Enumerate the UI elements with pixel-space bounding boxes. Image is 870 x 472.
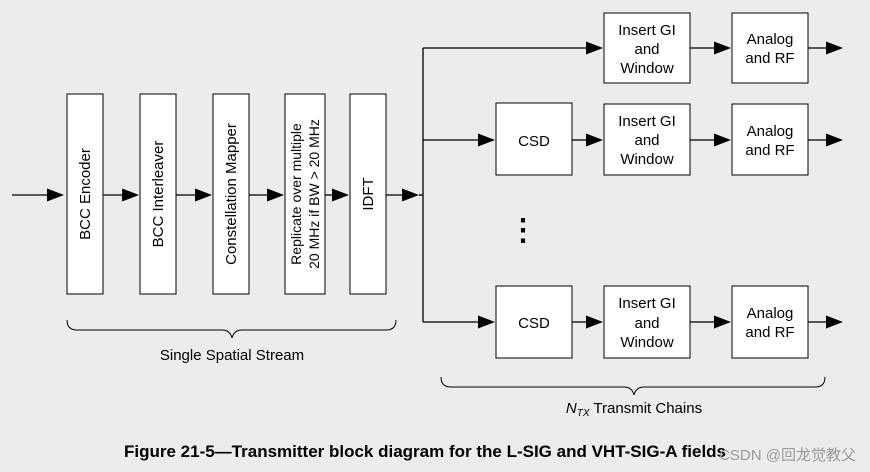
bcc-interleaver-block: BCC Interleaver (139, 93, 177, 295)
chain-2-insert-gi-block: Insert GI and Window (603, 103, 691, 176)
chain-2-gi-line3: Window (620, 151, 674, 168)
chain-2-arrow-to-csd (423, 133, 495, 147)
arrow-mapper-to-replicate (249, 188, 284, 202)
chain-2-csd-label: CSD (518, 133, 550, 150)
chain-n-insert-gi-block: Insert GI and Window (603, 285, 691, 359)
chain-2-rf-line2: and RF (745, 142, 794, 159)
replicate-label-line1: Replicate over multiple (288, 123, 304, 265)
chains-ellipsis: ⋮ (508, 214, 538, 247)
chain-n-gi-line3: Window (620, 334, 674, 351)
stream-brace (66, 319, 397, 339)
replicate-block: Replicate over multiple 20 MHz if BW > 2… (284, 93, 326, 295)
arrow-encoder-to-interleaver (103, 188, 139, 202)
chain-n-csd-block: CSD (495, 285, 573, 359)
chain-n-arrow-to-gi (572, 315, 603, 329)
chain-2-output-arrow (808, 133, 843, 147)
chain-1-arrow-to-gi (423, 41, 603, 55)
chains-symbol-n: N (566, 400, 577, 417)
chain-2-arrow-to-rf (690, 133, 731, 147)
chain-1-rf-line2: and RF (745, 50, 794, 67)
idft-label: IDFT (360, 177, 377, 210)
arrow-interleaver-to-mapper (176, 188, 212, 202)
constellation-mapper-block: Constellation Mapper (212, 93, 250, 295)
chains-brace-label: NTX Transmit Chains (566, 400, 702, 419)
arrow-idft-to-split (386, 188, 419, 202)
chains-brace (440, 376, 826, 396)
watermark: CSDN @回龙觉教父 (719, 447, 856, 464)
bcc-encoder-block: BCC Encoder (66, 93, 104, 295)
chain-n-output-arrow (808, 315, 843, 329)
replicate-label-line2: 20 MHz if BW > 20 MHz (306, 119, 322, 269)
chain-2-arrow-to-gi (572, 133, 603, 147)
chain-1-rf-line1: Analog (747, 31, 794, 48)
chain-2-gi-line2: and (634, 132, 659, 149)
stream-brace-label: Single Spatial Stream (160, 347, 304, 364)
chain-2-rf-line1: Analog (747, 123, 794, 140)
input-arrow (12, 188, 64, 202)
bcc-encoder-label: BCC Encoder (77, 148, 94, 240)
chain-1-arrow-to-rf (690, 41, 731, 55)
chains-symbol-tx: TX (577, 408, 590, 419)
chain-2-gi-line1: Insert GI (618, 113, 676, 130)
figure-caption: Figure 21-5—Transmitter block diagram fo… (124, 442, 726, 461)
chain-n-csd-label: CSD (518, 315, 550, 332)
chain-1-gi-line2: and (634, 41, 659, 58)
chain-n-rf-line1: Analog (747, 305, 794, 322)
chain-n-rf-line2: and RF (745, 324, 794, 341)
chain-2-analog-rf-block: Analog and RF (731, 103, 809, 176)
chain-n-gi-line1: Insert GI (618, 295, 676, 312)
bcc-interleaver-label: BCC Interleaver (150, 141, 167, 248)
chain-2-csd-block: CSD (495, 102, 573, 176)
arrow-replicate-to-idft (325, 188, 349, 202)
chain-1-gi-line3: Window (620, 60, 674, 77)
chain-n-arrow-to-csd (423, 315, 495, 329)
chain-1-insert-gi-block: Insert GI and Window (603, 12, 691, 84)
chain-1-gi-line1: Insert GI (618, 22, 676, 39)
chains-text: Transmit Chains (590, 400, 703, 417)
chain-n-arrow-to-rf (690, 315, 731, 329)
chain-1-analog-rf-block: Analog and RF (731, 12, 809, 84)
idft-block: IDFT (349, 93, 387, 295)
constellation-mapper-label: Constellation Mapper (223, 123, 240, 265)
chain-n-gi-line2: and (634, 315, 659, 332)
splitter-line (419, 48, 424, 322)
chain-1-output-arrow (808, 41, 843, 55)
chain-n-analog-rf-block: Analog and RF (731, 285, 809, 359)
